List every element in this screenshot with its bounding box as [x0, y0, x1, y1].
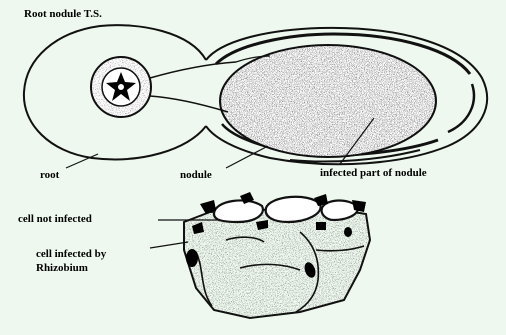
label-root: root — [40, 169, 60, 181]
label-cell-infected-line1: cell infected by — [36, 248, 107, 260]
label-cell-infected-line2: Rhizobium — [36, 262, 88, 274]
label-infected-part: infected part of nodule — [320, 167, 427, 179]
infected-region — [218, 44, 438, 158]
label-cell-not-infected: cell not infected — [18, 213, 92, 225]
leader-cell-infected — [150, 242, 188, 248]
cell-tissue-detail — [180, 192, 374, 322]
diagram-title: Root nodule T.S. — [24, 8, 102, 20]
leader-nodule — [226, 146, 268, 168]
label-nodule: nodule — [180, 169, 212, 181]
vascular-stele — [90, 56, 152, 118]
uninfected-cells — [214, 197, 358, 222]
